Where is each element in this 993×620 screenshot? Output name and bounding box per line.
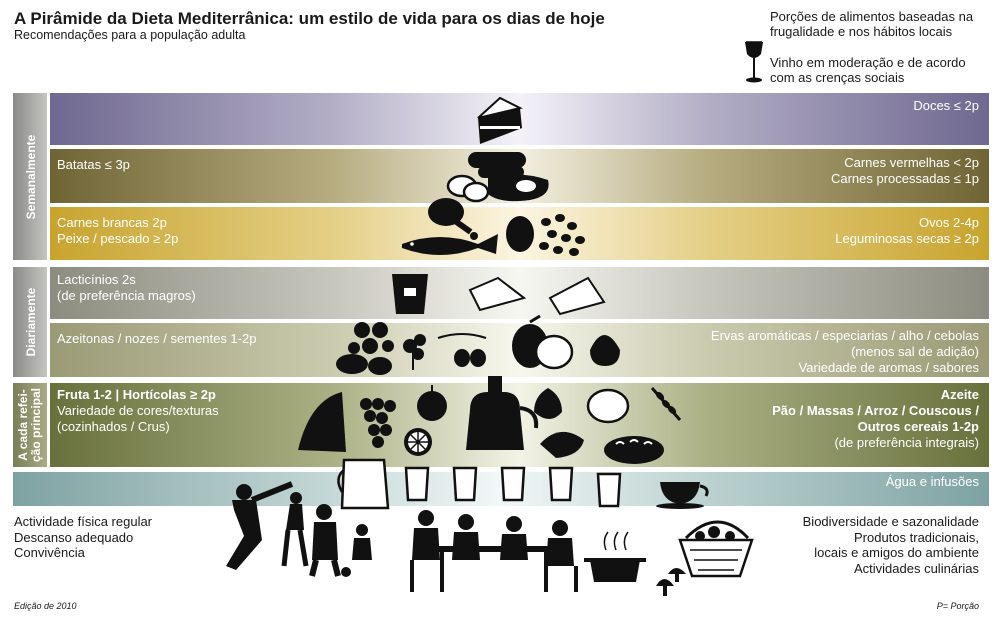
protein-left-labels: Carnes brancas 2p Peixe / pescado ≥ 2p	[57, 215, 178, 247]
local-label: locais e amigos do ambiente	[814, 545, 979, 560]
meal-right-labels: Azeite Pão / Massas / Arroz / Couscous /…	[772, 387, 979, 451]
potatoes-label: Batatas ≤ 3p	[57, 157, 130, 172]
salt-note: (menos sal de adição)	[851, 344, 979, 359]
fruit-veg-label: Fruta 1-2 | Hortícolas ≥ 2p	[57, 387, 216, 402]
water-label: Água e infusões	[885, 474, 979, 489]
legend-wine-line1: Vinho em moderação e de acordo	[770, 55, 966, 70]
yogurt-icon	[392, 274, 428, 314]
wine-glass-icon	[745, 41, 763, 83]
lettuce-icon	[540, 431, 584, 458]
apple-icon	[417, 385, 447, 421]
page-subtitle: Recomendações para a população adulta	[14, 28, 246, 42]
beans-icon	[539, 214, 585, 256]
cabbage-icon	[586, 388, 630, 424]
herbs-labels: Ervas aromáticas / especiarias / alho / …	[711, 328, 979, 376]
legend-wine-line2: com as crenças sociais	[770, 70, 905, 85]
parsley-icon	[403, 334, 426, 370]
dairy-note: (de preferência magros)	[57, 288, 196, 303]
cheese-block-icon	[548, 276, 606, 316]
orange-icon	[404, 428, 432, 456]
artichoke-icon	[534, 388, 562, 419]
mushrooms-icon	[656, 568, 686, 596]
watermelon-icon	[298, 392, 346, 452]
lifestyle-right: Biodiversidade e sazonalidade Produtos t…	[803, 514, 979, 576]
side-weekly: Semanalmente	[13, 93, 47, 260]
legend-wine: Vinho em moderação e de acordo com as cr…	[770, 55, 966, 85]
bread-icon	[604, 436, 664, 464]
cooking-pot-icon	[584, 531, 646, 582]
chicken-leg-icon	[428, 198, 478, 240]
band-dairy	[50, 267, 989, 319]
water-jug-icon	[337, 458, 390, 510]
water-glass-icon	[452, 466, 478, 502]
flavours-note: Variedade de aromas / sabores	[798, 360, 979, 375]
garlic-icon	[590, 335, 620, 366]
legend-portions: Porções de alimentos baseadas na frugali…	[770, 9, 973, 39]
fish-label: Peixe / pescado ≥ 2p	[57, 231, 179, 246]
olive-oil-jug-icon	[466, 376, 539, 450]
legend-portions-line2: frugalidade e nos hábitos locais	[770, 24, 953, 39]
protein-right-labels: Ovos 2-4p Leguminosas secas ≥ 2p	[835, 215, 979, 247]
dairy-label: Lacticínios 2s	[57, 272, 136, 287]
red-meat-label: Carnes vermelhas < 2p	[844, 155, 979, 170]
eggs-label: Ovos 2-4p	[919, 215, 979, 230]
steak-icon	[488, 174, 549, 202]
legumes-label: Leguminosas secas ≥ 2p	[835, 231, 979, 246]
olive-oil-label: Azeite	[940, 387, 979, 402]
portion-note: P= Porção	[936, 601, 979, 611]
meat-labels: Carnes vermelhas < 2p Carnes processadas…	[831, 155, 979, 187]
water-glass-icon	[404, 466, 430, 502]
meal-left-labels: Fruta 1-2 | Hortícolas ≥ 2p Variedade de…	[57, 387, 219, 435]
wheat-icon	[650, 387, 682, 421]
biodiversity-label: Biodiversidade e sazonalidade	[802, 514, 979, 529]
side-daily: Diariamente	[13, 267, 47, 377]
nuts-icon	[336, 322, 394, 375]
processed-meat-label: Carnes processadas ≤ 1p	[830, 171, 979, 186]
water-glass-icon	[596, 472, 622, 508]
potatoes-icon	[446, 174, 490, 203]
sausage-icon	[468, 152, 526, 178]
conviviality-label: Convivência	[14, 545, 85, 560]
onion-icon	[512, 314, 574, 370]
traditional-label: Produtos tradicionais,	[853, 529, 979, 545]
rest-label: Descanso adequado	[14, 529, 134, 545]
cheese-wedge-icon	[468, 276, 527, 312]
edition-note: Edição de 2010	[14, 601, 77, 611]
olives-icon	[437, 333, 487, 367]
variety-label: Variedade de cores/texturas	[57, 403, 219, 418]
side-meal: A cada refei- ção principal	[13, 383, 47, 467]
egg-icon	[506, 216, 534, 252]
culinary-label: Actividades culinárias	[853, 560, 979, 576]
cooked-raw-label: (cozinhados / Crus)	[57, 419, 170, 434]
dairy-labels: Lacticínios 2s (de preferência magros)	[57, 272, 196, 304]
people-exercising-icon	[226, 481, 372, 577]
cereals-portion-label: Outros cereais 1-2p	[857, 419, 979, 434]
grapes-icon	[360, 398, 396, 448]
band-water	[13, 472, 989, 506]
fish-icon	[402, 234, 498, 255]
lifestyle-left: Actividade física regular Descanso adequ…	[14, 514, 152, 561]
tea-cup-icon	[656, 482, 709, 509]
physical-activity-label: Actividade física regular	[14, 514, 153, 529]
wholegrain-note: (de preferência integrais)	[834, 435, 979, 450]
family-table-icon	[410, 510, 578, 592]
sweets-label: Doces ≤ 2p	[913, 98, 979, 113]
herbs-label: Ervas aromáticas / especiarias / alho / …	[710, 328, 979, 343]
water-glass-icon	[548, 466, 574, 502]
cereals-label: Pão / Massas / Arroz / Couscous /	[772, 403, 979, 418]
page-title: A Pirâmide da Dieta Mediterrânica: um es…	[14, 9, 605, 28]
water-glass-icon	[500, 466, 526, 502]
basket-icon	[678, 520, 754, 578]
nuts-label: Azeitonas / nozes / sementes 1-2p	[57, 331, 257, 346]
legend-portions-line1: Porções de alimentos baseadas na	[770, 9, 974, 24]
white-meat-label: Carnes brancas 2p	[57, 215, 167, 230]
cake-icon	[477, 96, 523, 144]
